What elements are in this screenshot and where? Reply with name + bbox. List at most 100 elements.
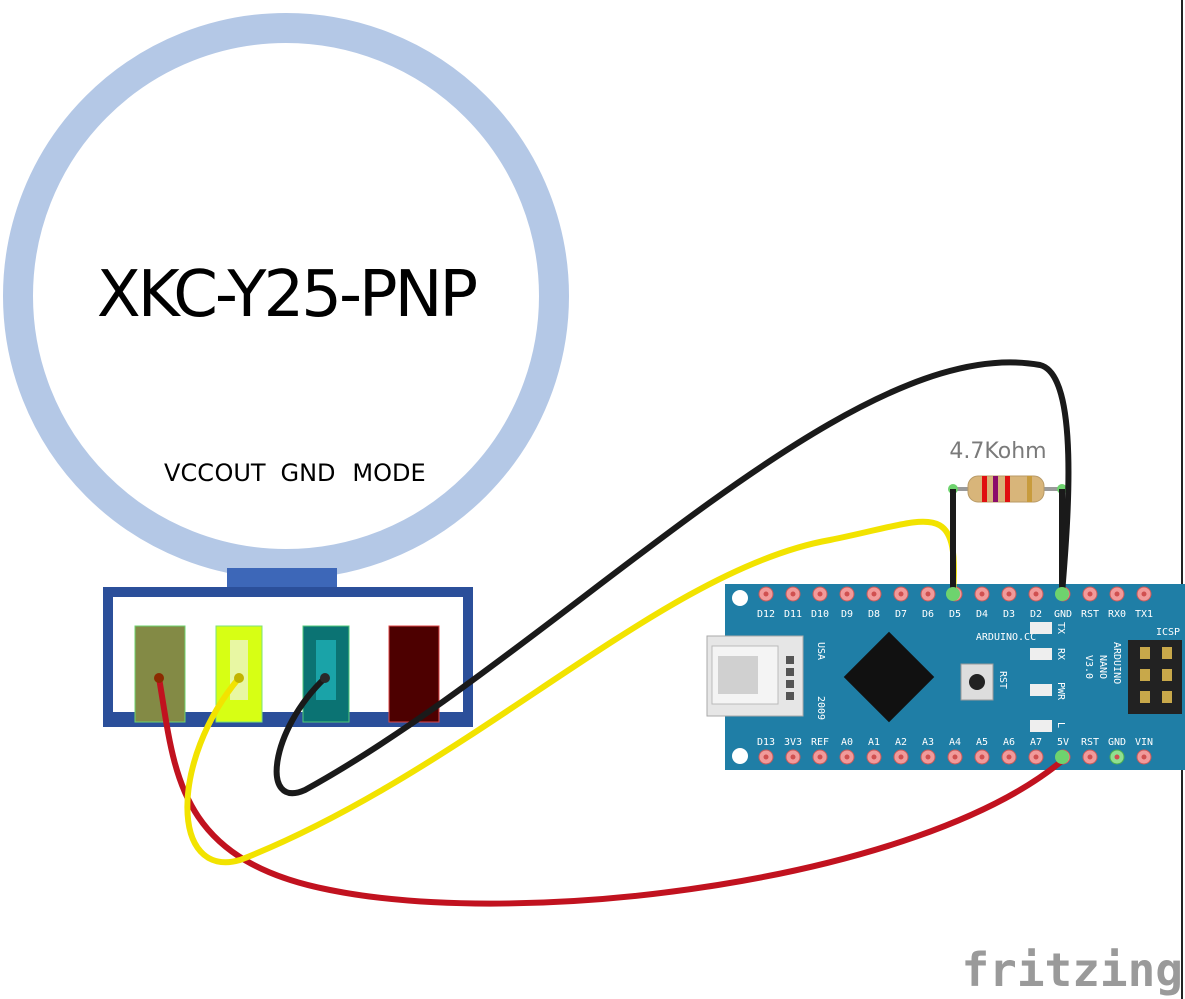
icsp-pin bbox=[1162, 669, 1172, 681]
top-header-pin-label: D10 bbox=[811, 609, 829, 620]
bottom-header-pin-hole bbox=[790, 754, 796, 760]
endpoint-d5 bbox=[946, 587, 960, 601]
wire-endpoints bbox=[154, 587, 1069, 764]
bottom-header-pin-hole bbox=[871, 754, 877, 760]
bottom-header-pin-label: 3V3 bbox=[784, 737, 802, 748]
top-header-pin-label: GND bbox=[1054, 609, 1072, 620]
reset-label: RST bbox=[997, 671, 1008, 689]
led-label-tx: TX bbox=[1055, 622, 1066, 634]
icsp-pin bbox=[1140, 669, 1150, 681]
resistor-band-4 bbox=[1027, 476, 1032, 502]
top-header-pin-hole bbox=[1114, 591, 1120, 597]
resistor-band-1 bbox=[982, 476, 987, 502]
connector-pin-gnd-highlight bbox=[316, 640, 336, 700]
bottom-header-pin-hole bbox=[1114, 754, 1120, 760]
endpoint-gnd-board bbox=[1055, 587, 1069, 601]
bottom-header-pin-label: A6 bbox=[1003, 737, 1015, 748]
top-header-pin-hole bbox=[1141, 591, 1147, 597]
bottom-header-pin-hole bbox=[1141, 754, 1147, 760]
top-header-pin-hole bbox=[1087, 591, 1093, 597]
connector-pin-out-highlight bbox=[230, 640, 248, 700]
top-header-pin-label: D4 bbox=[976, 609, 988, 620]
top-header-pin-hole bbox=[817, 591, 823, 597]
sensor-ring bbox=[3, 13, 569, 579]
top-header-pin-label: D7 bbox=[895, 609, 907, 620]
top-header-pin-label: RX0 bbox=[1108, 609, 1126, 620]
top-header-pin-label: D12 bbox=[757, 609, 775, 620]
bottom-header-pin-hole bbox=[952, 754, 958, 760]
icsp-pin bbox=[1162, 691, 1172, 703]
top-header-pin-hole bbox=[790, 591, 796, 597]
top-header-pin-label: D2 bbox=[1030, 609, 1042, 620]
bottom-header-pin-hole bbox=[1087, 754, 1093, 760]
top-header-pin-label: D6 bbox=[922, 609, 934, 620]
bottom-header-pin-label: RST bbox=[1081, 737, 1099, 748]
wires bbox=[156, 359, 1072, 907]
connector-base bbox=[108, 712, 468, 726]
led-rx bbox=[1030, 648, 1052, 660]
top-header-pin-label: D9 bbox=[841, 609, 853, 620]
board-text-model: NANO bbox=[1097, 655, 1108, 679]
arduino-nano: USA 2009 RST ARDUINO.CC TX RX PWR L ARDU… bbox=[706, 584, 1185, 770]
top-header-pin-hole bbox=[844, 591, 850, 597]
top-header-pin-hole bbox=[871, 591, 877, 597]
pin-label-out: OUT bbox=[214, 459, 265, 487]
top-header-pin-label: TX1 bbox=[1135, 609, 1153, 620]
bottom-header-pin-hole bbox=[1006, 754, 1012, 760]
mount-hole bbox=[732, 590, 748, 606]
usb-text-year: 2009 bbox=[815, 696, 826, 720]
endpoint-vcc bbox=[154, 673, 164, 683]
usb-pad bbox=[786, 680, 794, 688]
top-header-pin-hole bbox=[1033, 591, 1039, 597]
reset-button-cap bbox=[969, 674, 985, 690]
endpoint-5v bbox=[1055, 750, 1069, 764]
resistor-band-2 bbox=[993, 476, 998, 502]
top-header-pin-hole bbox=[1006, 591, 1012, 597]
icsp-header bbox=[1128, 640, 1182, 714]
wire-red-vcc-5v bbox=[156, 675, 1066, 907]
endpoint-gnd bbox=[320, 673, 330, 683]
usb-pad bbox=[786, 656, 794, 664]
pin-label-vcc: VCC bbox=[164, 459, 214, 487]
bottom-header-pin-hole bbox=[844, 754, 850, 760]
icsp-label: ICSP bbox=[1156, 627, 1180, 638]
board-text-version: V3.0 bbox=[1083, 655, 1094, 679]
fritzing-logo: fritzing bbox=[961, 943, 1183, 997]
led-tx bbox=[1030, 622, 1052, 634]
icsp-pins bbox=[1140, 647, 1172, 703]
wire-black-gnd-gnd bbox=[273, 359, 1072, 796]
bottom-header-pin-hole bbox=[763, 754, 769, 760]
mount-hole bbox=[732, 748, 748, 764]
bottom-header-pin-label: A3 bbox=[922, 737, 934, 748]
top-header-pin-label: RST bbox=[1081, 609, 1099, 620]
board-text-brand: ARDUINO bbox=[1111, 642, 1122, 684]
wire-yellow-out-d5 bbox=[184, 518, 957, 866]
xkc-sensor: XKC-Y25-PNP VCC OUT GND MODE bbox=[3, 13, 569, 727]
led-label-rx: RX bbox=[1055, 648, 1066, 660]
bottom-header-pin-hole bbox=[817, 754, 823, 760]
bottom-header-pin-label: GND bbox=[1108, 737, 1126, 748]
led-label-pwr: PWR bbox=[1055, 682, 1066, 701]
icsp-pin bbox=[1140, 691, 1150, 703]
bottom-header-pin-label: REF bbox=[811, 737, 829, 748]
top-header-pin-hole bbox=[898, 591, 904, 597]
bottom-header-pin-label: A5 bbox=[976, 737, 988, 748]
bottom-header-pin-label: D13 bbox=[757, 737, 775, 748]
top-header-pin-label: D11 bbox=[784, 609, 802, 620]
led-pwr bbox=[1030, 684, 1052, 696]
usb-pad bbox=[786, 668, 794, 676]
bottom-header-pin-label: A0 bbox=[841, 737, 853, 748]
endpoint-out bbox=[234, 673, 244, 683]
icsp-pin bbox=[1162, 647, 1172, 659]
top-header-pin-hole bbox=[979, 591, 985, 597]
bottom-header-pin-hole bbox=[898, 754, 904, 760]
top-header-pin-label: D5 bbox=[949, 609, 961, 620]
bottom-header-pin-label: A1 bbox=[868, 737, 880, 748]
led-label-l: L bbox=[1055, 722, 1066, 728]
usb-pad bbox=[786, 692, 794, 700]
resistor-label: 4.7Kohm bbox=[949, 439, 1046, 464]
bottom-header-pin-label: A2 bbox=[895, 737, 907, 748]
bottom-header-pin-hole bbox=[979, 754, 985, 760]
